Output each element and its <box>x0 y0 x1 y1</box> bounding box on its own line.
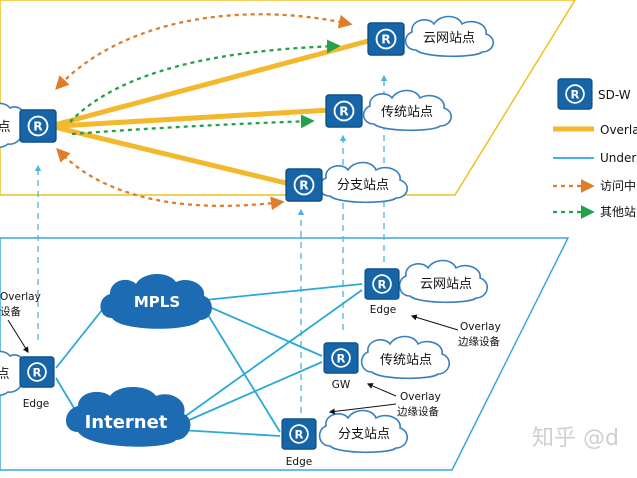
right-device-annotation-2: 边缘设备 <box>397 405 439 418</box>
right-annotation-arrow-1 <box>410 314 459 331</box>
right-annotation-arrow-2b <box>328 403 397 415</box>
top-branch-site-label: 分支站点 <box>337 178 389 193</box>
mpls-cloud: MPLS <box>100 273 212 329</box>
other-site-arrows <box>69 39 341 136</box>
left-annotation-arrow <box>7 319 29 354</box>
top-hub-router-icon <box>19 109 57 143</box>
bottom-left-site-label: 点 <box>0 367 10 382</box>
access-center-arrows <box>55 13 353 211</box>
edge-left-router-icon <box>19 356 55 388</box>
legend-label-access-center: 访问中 <box>600 178 636 193</box>
bottom-cloud-site: 云网站点 <box>398 259 488 304</box>
internet-label: Internet <box>85 412 168 433</box>
edge-cloud-router-icon <box>364 268 400 300</box>
mpls-label: MPLS <box>134 293 180 311</box>
internet-cloud: Internet <box>66 387 191 447</box>
bottom-branch-site-label: 分支站点 <box>338 427 390 442</box>
top-cloud-router-icon <box>367 22 405 56</box>
top-cloud-site-label: 云网站点 <box>423 31 475 46</box>
edge-cloud-label: Edge <box>370 304 396 316</box>
bottom-cloud-site-label: 云网站点 <box>420 277 472 292</box>
top-branch-router-icon <box>285 168 323 202</box>
legend-label-other-site: 其他站 <box>600 205 636 219</box>
right-overlay-annotation-2: Overlay <box>400 391 441 403</box>
top-cloud-site: 云网站点 <box>404 15 494 58</box>
gw-label: GW <box>332 379 351 391</box>
bottom-traditional-site: 传统站点 <box>360 335 450 380</box>
top-branch-site: 分支站点 <box>318 161 408 204</box>
watermark: 知乎 @d <box>532 426 619 451</box>
top-traditional-site-label: 传统站点 <box>381 105 433 120</box>
legend-label-overlay: Overla <box>600 123 637 137</box>
gw-router-icon <box>323 342 359 374</box>
edge-branch-router-icon <box>281 418 317 450</box>
edge-branch-label: Edge <box>286 456 312 468</box>
edge-left-label: Edge <box>23 398 49 410</box>
legend-router-icon <box>557 78 593 110</box>
overlay-plane <box>0 0 576 196</box>
top-left-site-label: 点 <box>0 120 11 135</box>
right-device-annotation-1: 边缘设备 <box>458 335 500 348</box>
right-annotation-arrow-2a <box>366 383 397 397</box>
left-device-annotation: 设备 <box>0 305 21 318</box>
top-traditional-site: 传统站点 <box>362 89 452 132</box>
legend-label-sdwan: SD-W <box>598 88 631 102</box>
bottom-traditional-site-label: 传统站点 <box>380 353 432 368</box>
legend: SD-W Overla Under 访问中 其他站 <box>553 78 637 219</box>
right-overlay-annotation-1: Overlay <box>460 321 501 333</box>
legend-label-underlay: Under <box>600 151 636 165</box>
top-traditional-router-icon <box>325 94 363 128</box>
bottom-branch-site: 分支站点 <box>318 409 408 454</box>
left-overlay-annotation: Overlay <box>0 291 41 303</box>
